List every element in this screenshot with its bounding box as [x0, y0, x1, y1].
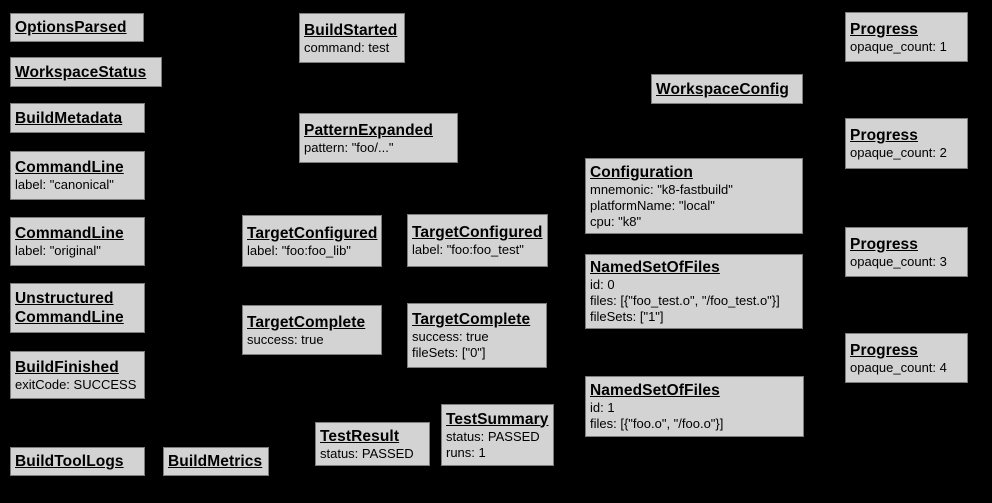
node-attribute: runs: 1	[446, 444, 486, 460]
node-target-configured-foo-lib: TargetConfigured label: "foo:foo_lib"	[242, 215, 382, 267]
node-build-finished: BuildFinished exitCode: SUCCESS	[10, 351, 145, 399]
node-attribute: platformName: "local"	[590, 197, 715, 213]
node-title: Progress	[850, 235, 918, 253]
node-options-parsed: OptionsParsed	[10, 13, 144, 42]
node-title: NamedSetOfFiles	[590, 259, 720, 276]
node-build-metadata: BuildMetadata	[10, 103, 145, 133]
node-title: TargetConfigured	[412, 224, 543, 241]
node-attribute: label: "original"	[15, 243, 101, 258]
node-command-line-canonical: CommandLine label: "canonical"	[10, 151, 145, 200]
node-title: BuildFinished	[15, 358, 119, 376]
node-workspace-config: WorkspaceConfig	[651, 74, 803, 104]
node-title: Configuration	[590, 163, 693, 181]
node-attribute: files: [{"foo_test.o", "/foo_test.o"}]	[590, 293, 780, 308]
node-named-set-of-files-0: NamedSetOfFiles id: 0 files: [{"foo_test…	[585, 254, 803, 329]
node-title: Progress	[850, 341, 918, 359]
node-title: TargetComplete	[247, 313, 366, 331]
node-attribute: fileSets: ["1"]	[590, 309, 664, 324]
node-attribute: label: "canonical"	[15, 177, 114, 192]
node-target-complete-foo-test: TargetComplete success: true fileSets: […	[407, 303, 547, 368]
node-attribute: opaque_count: 1	[850, 38, 947, 54]
node-attribute: id: 0	[590, 277, 615, 292]
node-title: Progress	[850, 20, 918, 38]
node-attribute: opaque_count: 3	[850, 253, 947, 269]
node-target-complete-foo-lib: TargetComplete success: true	[242, 305, 382, 355]
node-attribute: fileSets: ["0"]	[412, 345, 486, 360]
node-attribute: id: 1	[590, 400, 615, 415]
node-attribute: files: [{"foo.o", "/foo.o"}]	[590, 416, 724, 431]
node-test-result: TestResult status: PASSED	[315, 422, 430, 466]
node-title: Progress	[850, 127, 918, 144]
node-test-summary: TestSummary status: PASSED runs: 1	[441, 404, 554, 466]
node-progress-1: Progress opaque_count: 1	[845, 12, 968, 62]
node-progress-2: Progress opaque_count: 2	[845, 118, 968, 169]
node-attribute: cpu: "k8"	[590, 213, 642, 229]
node-attribute: pattern: "foo/..."	[304, 139, 394, 155]
node-attribute: success: true	[247, 331, 324, 347]
node-title: BuildToolLogs	[15, 453, 124, 470]
node-title: BuildStarted	[304, 21, 398, 39]
node-unstructured-command-line: Unstructured CommandLine	[10, 283, 145, 333]
node-target-configured-foo-test: TargetConfigured label: "foo:foo_test"	[407, 214, 548, 267]
node-attribute: exitCode: SUCCESS	[15, 376, 137, 392]
node-title: WorkspaceConfig	[656, 80, 789, 98]
node-title: TestResult	[320, 427, 400, 445]
node-title: OptionsParsed	[15, 19, 127, 36]
node-title: BuildMetrics	[168, 453, 263, 470]
node-title: TargetConfigured	[247, 224, 378, 242]
node-named-set-of-files-1: NamedSetOfFiles id: 1 files: [{"foo.o", …	[585, 376, 804, 437]
node-attribute: status: PASSED	[320, 445, 414, 461]
node-configuration: Configuration mnemonic: "k8-fastbuild" p…	[585, 158, 803, 234]
node-progress-3: Progress opaque_count: 3	[845, 227, 968, 277]
node-attribute: label: "foo:foo_test"	[412, 242, 524, 257]
node-title: CommandLine	[15, 159, 124, 176]
node-attribute: status: PASSED	[446, 428, 540, 444]
node-build-started: BuildStarted command: test	[299, 13, 405, 63]
node-command-line-original: CommandLine label: "original"	[10, 217, 145, 266]
node-attribute: opaque_count: 2	[850, 145, 947, 160]
node-attribute: opaque_count: 4	[850, 359, 947, 375]
node-progress-4: Progress opaque_count: 4	[845, 333, 968, 383]
node-title: PatternExpanded	[304, 121, 433, 139]
node-attribute: command: test	[304, 39, 390, 55]
node-attribute: success: true	[412, 329, 489, 344]
node-title: TargetComplete	[412, 311, 531, 328]
node-title: CommandLine	[15, 225, 124, 242]
node-workspace-status: WorkspaceStatus	[10, 57, 162, 87]
node-build-metrics: BuildMetrics	[163, 447, 269, 476]
node-title: Unstructured CommandLine	[15, 290, 124, 326]
node-title: WorkspaceStatus	[15, 63, 147, 81]
node-build-tool-logs: BuildToolLogs	[10, 447, 145, 476]
node-attribute: label: "foo:foo_lib"	[247, 242, 351, 258]
node-title: TestSummary	[446, 410, 549, 428]
node-title: BuildMetadata	[15, 109, 123, 127]
node-attribute: mnemonic: "k8-fastbuild"	[590, 181, 733, 197]
node-title: NamedSetOfFiles	[590, 382, 720, 399]
node-pattern-expanded: PatternExpanded pattern: "foo/..."	[299, 113, 458, 163]
